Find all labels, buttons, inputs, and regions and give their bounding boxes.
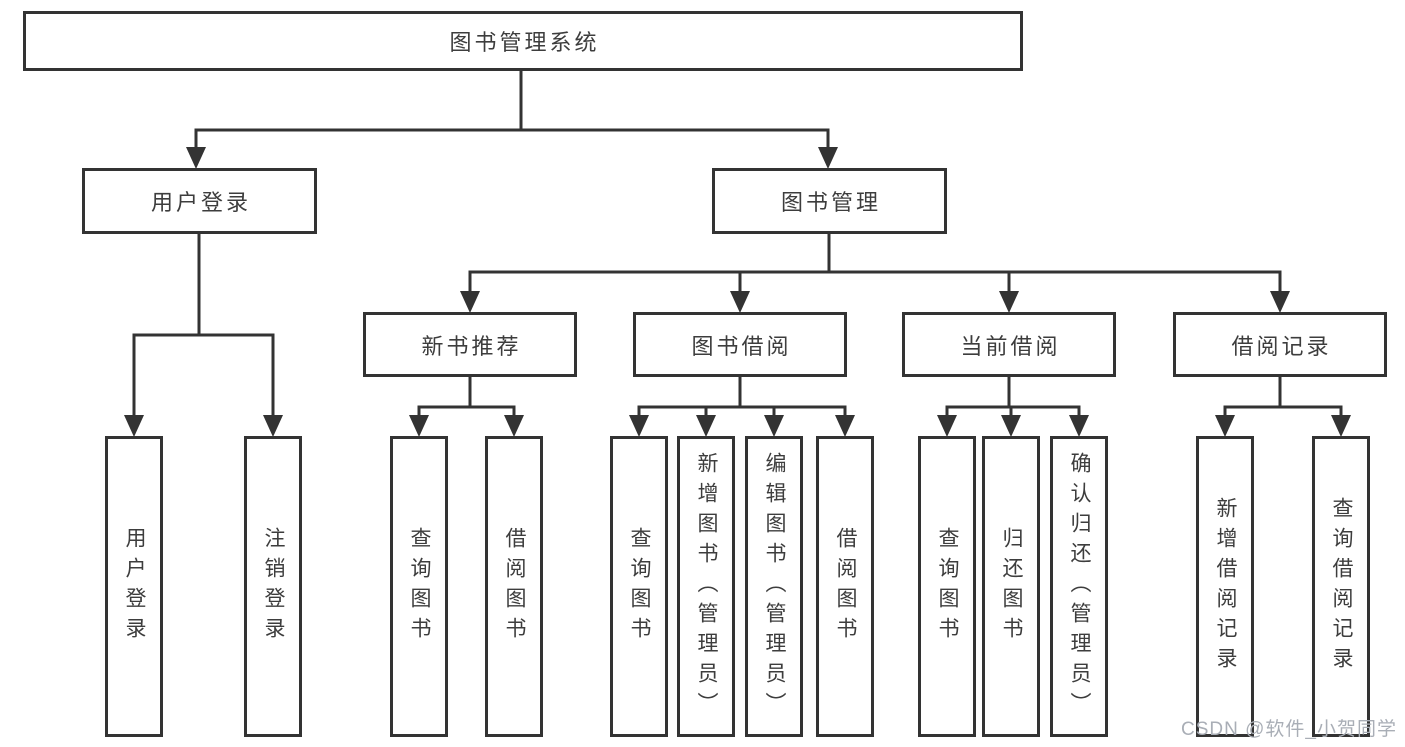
node-user-login: 用户登录 — [82, 168, 317, 234]
leaf-bb-query-book-label: 查询图书 — [628, 526, 651, 647]
leaf-logout-login-label: 注销登录 — [262, 526, 285, 647]
leaf-rec-query-book-label: 查询图书 — [408, 526, 431, 647]
leaf-bb-borrow-book-label: 借阅图书 — [834, 526, 857, 647]
node-current-borrow: 当前借阅 — [902, 312, 1116, 377]
leaf-br-query-record: 查询借阅记录 — [1312, 436, 1370, 737]
leaf-rec-query-book: 查询图书 — [390, 436, 448, 737]
leaf-user-login: 用户登录 — [105, 436, 163, 737]
leaf-user-login-label: 用户登录 — [123, 526, 146, 647]
leaf-bb-borrow-book: 借阅图书 — [816, 436, 874, 737]
leaf-bb-add-book-admin: 新增图书（管理员） — [677, 436, 735, 737]
leaf-bb-edit-book-admin: 编辑图书（管理员） — [745, 436, 803, 737]
leaf-br-query-record-label: 查询借阅记录 — [1330, 496, 1353, 677]
node-new-book-recommend: 新书推荐 — [363, 312, 577, 377]
leaf-br-add-record-label: 新增借阅记录 — [1214, 496, 1237, 677]
node-book-management: 图书管理 — [712, 168, 947, 234]
leaf-bb-edit-book-admin-label: 编辑图书（管理员） — [763, 451, 786, 722]
leaf-cb-query-book-label: 查询图书 — [936, 526, 959, 647]
leaf-cb-confirm-return-admin-label: 确认归还（管理员） — [1068, 451, 1091, 722]
node-borrow-records: 借阅记录 — [1173, 312, 1387, 377]
leaf-rec-borrow-book-label: 借阅图书 — [503, 526, 526, 647]
leaf-bb-query-book: 查询图书 — [610, 436, 668, 737]
leaf-br-add-record: 新增借阅记录 — [1196, 436, 1254, 737]
leaf-cb-return-book: 归还图书 — [982, 436, 1040, 737]
node-book-borrow: 图书借阅 — [633, 312, 847, 377]
node-root: 图书管理系统 — [23, 11, 1023, 71]
leaf-cb-return-book-label: 归还图书 — [1000, 526, 1023, 647]
leaf-bb-add-book-admin-label: 新增图书（管理员） — [695, 451, 718, 722]
leaf-cb-query-book: 查询图书 — [918, 436, 976, 737]
leaf-rec-borrow-book: 借阅图书 — [485, 436, 543, 737]
leaf-cb-confirm-return-admin: 确认归还（管理员） — [1050, 436, 1108, 737]
leaf-logout-login: 注销登录 — [244, 436, 302, 737]
